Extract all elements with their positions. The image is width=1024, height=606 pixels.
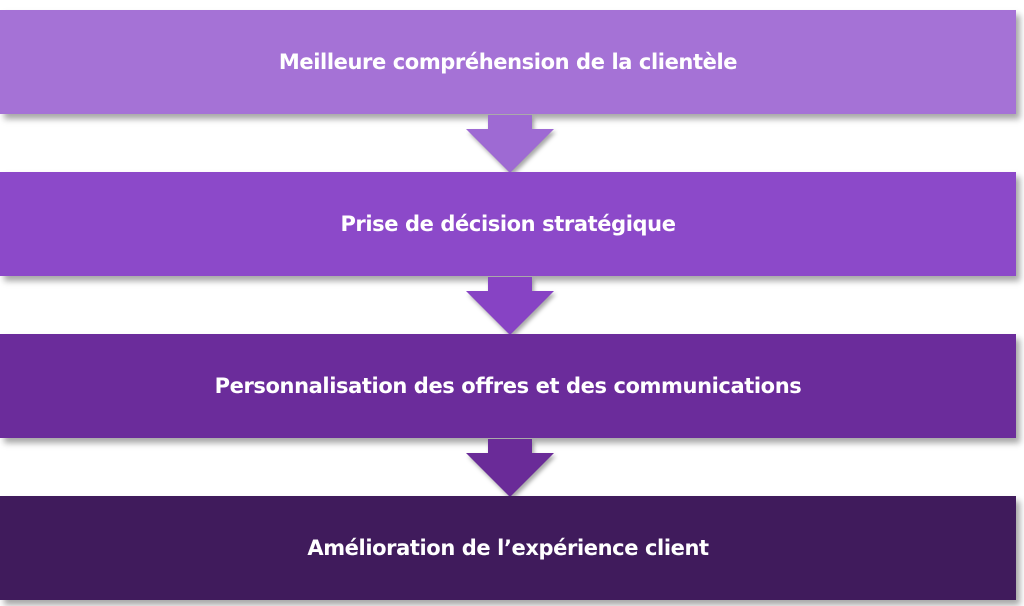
- down-arrow-icon: [466, 277, 554, 335]
- step-box-decision: Prise de décision stratégique: [0, 172, 1016, 276]
- step-label: Prise de décision stratégique: [340, 212, 676, 236]
- down-arrow-icon: [466, 439, 554, 497]
- down-arrow-icon: [466, 115, 554, 173]
- step-label: Meilleure compréhension de la clientèle: [278, 50, 738, 74]
- step-label: Personnalisation des offres et des commu…: [214, 374, 802, 398]
- step-label: Amélioration de l’expérience client: [307, 536, 709, 560]
- step-box-understanding: Meilleure compréhension de la clientèle: [0, 10, 1016, 114]
- step-box-experience: Amélioration de l’expérience client: [0, 496, 1016, 600]
- step-box-personalisation: Personnalisation des offres et des commu…: [0, 334, 1016, 438]
